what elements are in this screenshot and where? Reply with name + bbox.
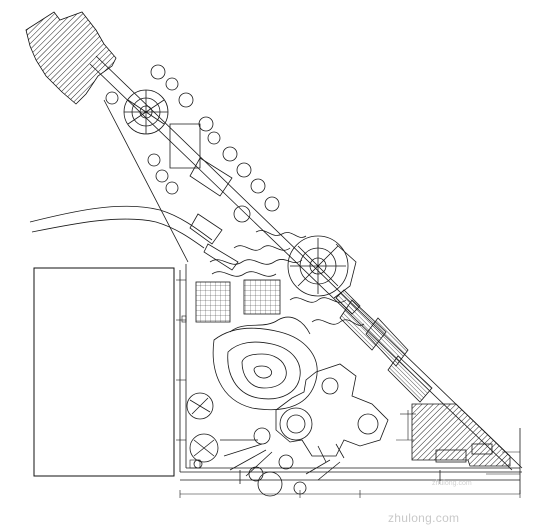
building-top-left (25, 11, 117, 105)
watermark-text: zhulong.com (388, 511, 460, 525)
dimension-lines (176, 279, 521, 498)
tree-row (105, 64, 280, 223)
diagonal-steps (335, 289, 433, 403)
paving-grid (195, 279, 281, 323)
stream-lines (209, 230, 365, 326)
pavilion-mid (287, 235, 357, 299)
access-road (29, 205, 213, 249)
pavilion-top (123, 89, 169, 135)
building-left-rectangle (33, 267, 175, 477)
watermark-small: zhulong.com (432, 480, 472, 487)
small-structures (169, 123, 239, 271)
radiating-paths (220, 439, 341, 481)
site-boundary (89, 55, 523, 494)
trees-lower-left (186, 392, 307, 497)
pavilion-complex (275, 363, 389, 463)
detail-marks (396, 410, 520, 475)
pond-contours (212, 316, 318, 411)
building-right (411, 403, 511, 467)
